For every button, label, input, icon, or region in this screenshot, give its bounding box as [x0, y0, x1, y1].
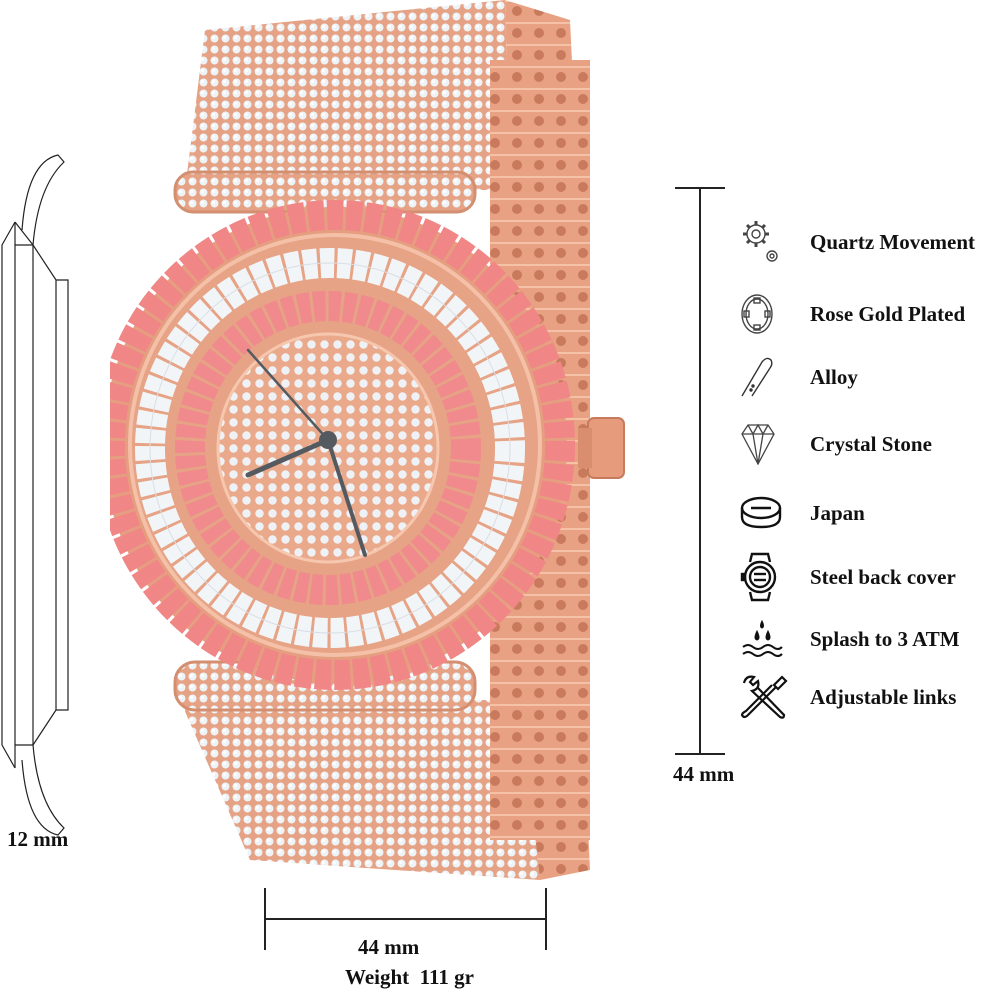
width-dimension-bar	[264, 888, 547, 950]
diamond-icon	[740, 419, 796, 469]
alloy-bar-icon	[740, 352, 796, 402]
feature-crystal-stone: Crystal Stone	[740, 419, 932, 469]
watch-back-icon	[740, 552, 796, 602]
battery-disc-icon	[740, 488, 796, 538]
feature-label: Crystal Stone	[810, 431, 932, 456]
case-plate-icon	[740, 289, 796, 339]
weight-label: Weight 111 gr	[345, 965, 474, 989]
feature-label: Splash to 3 ATM	[810, 626, 960, 651]
gears-icon	[740, 217, 796, 267]
feature-japan: Japan	[740, 488, 865, 538]
watch-side-profile	[0, 150, 80, 840]
feature-alloy: Alloy	[740, 352, 858, 402]
feature-adjustable-links: Adjustable links	[740, 672, 956, 722]
feature-splash-3atm: Splash to 3 ATM	[740, 614, 960, 664]
feature-label: Japan	[810, 500, 865, 525]
feature-quartz-movement: Quartz Movement	[740, 217, 975, 267]
height-dimension-bar	[675, 187, 725, 755]
watch-illustration-icon	[110, 0, 625, 880]
water-drops-icon	[740, 614, 796, 664]
tools-icon	[740, 672, 796, 722]
watch-image	[110, 0, 650, 900]
feature-label: Adjustable links	[810, 684, 957, 709]
feature-label: Rose Gold Plated	[810, 301, 966, 326]
feature-label: Alloy	[810, 364, 858, 389]
feature-label: Steel back cover	[810, 564, 956, 589]
feature-steel-back-cover: Steel back cover	[740, 552, 956, 602]
feature-label: Quartz Movement	[810, 229, 976, 254]
side-profile-outline-icon	[1, 154, 69, 836]
thickness-label: 12 mm	[7, 827, 69, 851]
width-label: 44 mm	[358, 935, 420, 959]
height-label: 44 mm	[673, 762, 735, 786]
feature-rose-gold-plated: Rose Gold Plated	[740, 289, 965, 339]
